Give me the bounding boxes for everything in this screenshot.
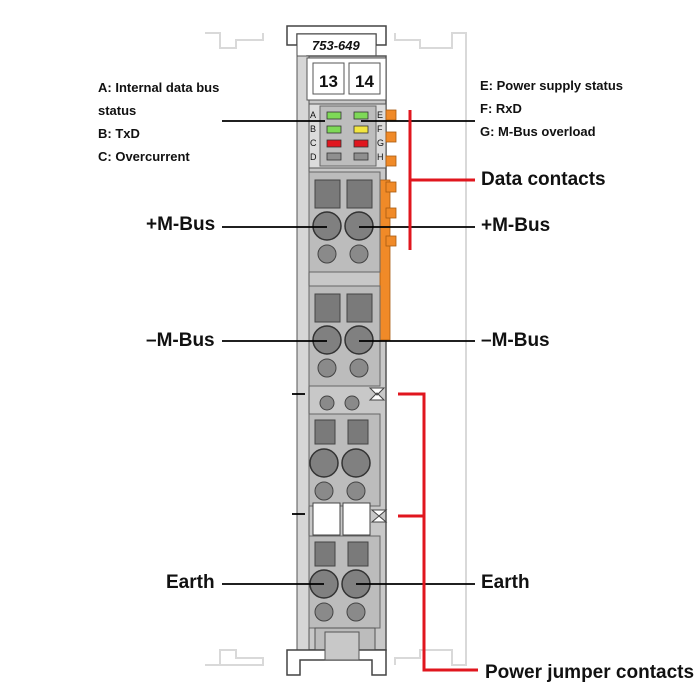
part-number: 753-649 (312, 38, 360, 53)
led-letter-e: E (377, 110, 383, 120)
terminal-block-earth (308, 535, 381, 629)
led-f (353, 125, 369, 134)
legend-c: C: Overcurrent (98, 149, 190, 164)
power-jumper-windows (312, 502, 388, 536)
legend-b: B: TxD (98, 126, 140, 141)
led-letter-b: B (310, 124, 316, 134)
led-e (353, 111, 369, 120)
led-letter-f: F (377, 124, 383, 134)
legend-e: E: Power supply status (480, 78, 624, 93)
bottom-latch (286, 627, 387, 676)
legend-a-line1: A: Internal data bus (98, 80, 220, 95)
power-jumper-contacts-label: Power jumper contacts (485, 662, 695, 683)
data-contacts-label: Data contacts (481, 169, 606, 190)
led-c (326, 139, 342, 148)
leader-lines (222, 120, 475, 585)
plus-mbus-left-label: +M-Bus (146, 214, 216, 235)
led-panel: A B C D E F G H (308, 103, 387, 169)
ghost-outline (205, 32, 467, 666)
top-clip: 753-649 (286, 25, 387, 57)
terminal-block-minus-mbus (308, 285, 381, 387)
led-letter-d: D (310, 152, 317, 162)
led-a (326, 111, 342, 120)
earth-left-label: Earth (166, 572, 215, 593)
channel-labels: 13 14 (306, 57, 387, 101)
red-brackets (398, 110, 478, 672)
legend-g: G: M-Bus overload (480, 124, 596, 139)
plus-mbus-right-label: +M-Bus (481, 215, 551, 236)
led-h (353, 152, 369, 161)
minus-mbus-right-label: –M-Bus (481, 330, 550, 351)
screw-row (319, 387, 386, 411)
led-letter-h: H (377, 152, 384, 162)
led-g (353, 139, 369, 148)
channel-13-label: 13 (319, 72, 338, 91)
channel-14-label: 14 (355, 72, 374, 91)
earth-right-label: Earth (481, 572, 530, 593)
led-b (326, 125, 342, 134)
minus-mbus-left-label: –M-Bus (146, 330, 215, 351)
led-d (326, 152, 342, 161)
led-letter-a: A (310, 110, 316, 120)
terminal-block-plus-mbus (308, 171, 381, 273)
terminal-block-3 (308, 413, 381, 507)
led-letter-c: C (310, 138, 317, 148)
legend-f: F: RxD (480, 101, 522, 116)
legend-a-line2: status (98, 103, 137, 118)
power-jumper-bracket (398, 392, 478, 672)
led-letter-g: G (377, 138, 384, 148)
